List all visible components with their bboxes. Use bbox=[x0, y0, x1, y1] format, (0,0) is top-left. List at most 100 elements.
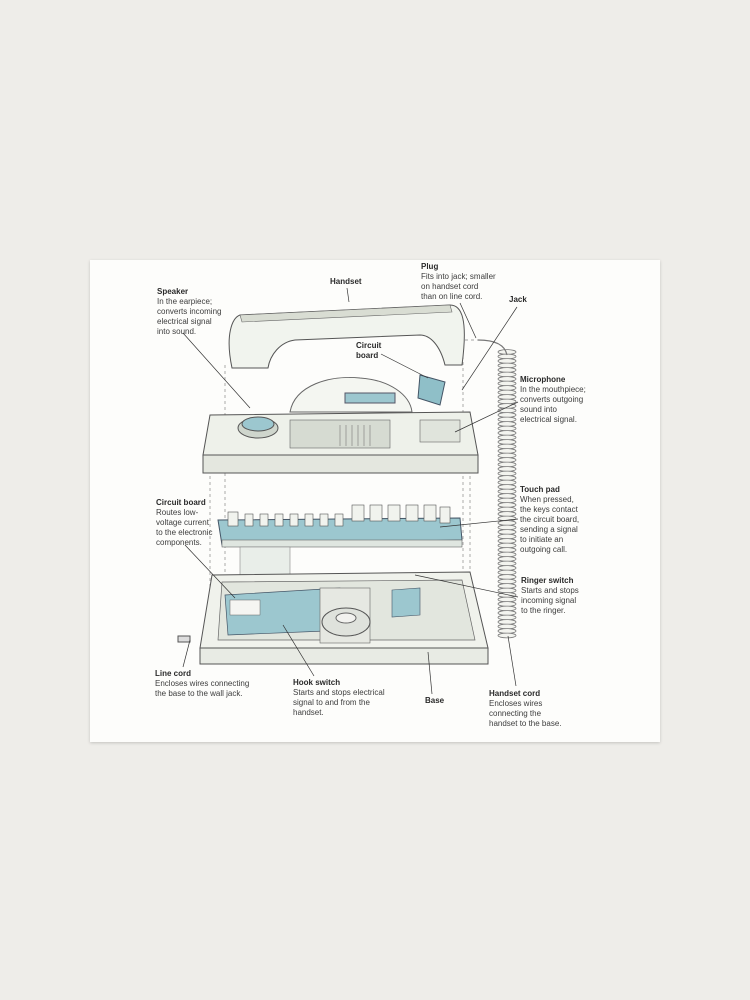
label-text: Starts and stops electrical bbox=[293, 688, 385, 697]
cord-coil-loop bbox=[497, 371, 517, 378]
label-circuit-board: Circuit board Routes low- voltage curren… bbox=[156, 498, 212, 548]
cord-coil-loop bbox=[497, 538, 517, 544]
label-text: components. bbox=[156, 538, 202, 547]
cord-coil-loop bbox=[497, 484, 517, 490]
cord-coil-loop bbox=[497, 475, 517, 481]
cord-coil-loop bbox=[497, 542, 517, 549]
cord-coil-loop bbox=[497, 578, 517, 585]
label-title: Speaker bbox=[157, 287, 189, 296]
cord-coil-loop bbox=[497, 430, 517, 436]
label-text: converts incoming bbox=[157, 307, 222, 316]
cord-coil-loop bbox=[497, 380, 517, 387]
label-title: Handset bbox=[330, 277, 362, 286]
label-text: Routes low- bbox=[156, 508, 199, 517]
cord-coil-loop bbox=[497, 628, 517, 634]
cord-coil-loop bbox=[497, 520, 517, 526]
cord-coil-loop bbox=[497, 362, 517, 369]
label-title: Plug bbox=[421, 262, 439, 271]
cord-coil-loop bbox=[497, 583, 517, 589]
label-jack: Jack bbox=[509, 295, 527, 305]
label-title: Line cord bbox=[155, 669, 192, 678]
cord-coil-loop bbox=[497, 632, 517, 639]
cord-coil-loop bbox=[497, 367, 517, 373]
label-touch-pad: Touch pad When pressed, the keys contact… bbox=[520, 485, 579, 555]
label-hook-switch: Hook switch Starts and stops electrical … bbox=[293, 678, 385, 718]
label-text: Fits into jack; smaller bbox=[421, 272, 496, 281]
cord-coil-loop bbox=[497, 533, 517, 540]
label-text: Encloses wires bbox=[489, 699, 543, 708]
cord-coil-loop bbox=[497, 376, 517, 382]
cord-coil-loop bbox=[497, 479, 517, 486]
top-housing bbox=[202, 374, 479, 474]
handset bbox=[228, 304, 465, 369]
label-speaker: Speaker In the earpiece; converts incomi… bbox=[157, 287, 221, 337]
label-text: sending a signal bbox=[520, 525, 578, 534]
label-title: Jack bbox=[509, 295, 527, 304]
cord-coil-loop bbox=[497, 448, 517, 454]
label-text: to initiate an bbox=[520, 535, 564, 544]
cord-coil-loop bbox=[497, 511, 517, 517]
label-ringer-switch: Ringer switch Starts and stops incoming … bbox=[521, 576, 579, 616]
label-text: When pressed, bbox=[520, 495, 574, 504]
cord-coil-loop bbox=[497, 412, 517, 418]
cord-coil-loop bbox=[497, 470, 517, 477]
cord-coil-loop bbox=[497, 358, 517, 364]
cord-coil-loop bbox=[497, 596, 517, 603]
label-text: connecting the bbox=[489, 709, 542, 718]
label-text: handset. bbox=[293, 708, 324, 717]
label-text: voltage current bbox=[156, 518, 209, 527]
label-text: outgoing call. bbox=[520, 545, 568, 554]
label-line-cord: Line cord Encloses wires connecting the … bbox=[155, 669, 249, 699]
cord-coil-loop bbox=[497, 398, 517, 405]
leader-lines bbox=[182, 287, 519, 695]
cord-coil-loop bbox=[497, 416, 517, 423]
label-title: Touch pad bbox=[520, 485, 560, 494]
cord-coil-loop bbox=[497, 574, 517, 580]
label-text: on handset cord bbox=[421, 282, 479, 291]
label-plug: Plug Fits into jack; smaller on handset … bbox=[421, 262, 496, 302]
label-title: Hook switch bbox=[293, 678, 341, 687]
label-text: the circuit board, bbox=[520, 515, 580, 524]
cord-coil-loop bbox=[497, 452, 517, 459]
cord-coil-loop bbox=[497, 587, 517, 594]
label-text: incoming signal bbox=[521, 596, 577, 605]
label-text: Encloses wires connecting bbox=[155, 679, 250, 688]
cord-coil-loop bbox=[497, 529, 517, 535]
cord-coil-loop bbox=[497, 434, 517, 441]
label-text: to the electronic bbox=[156, 528, 213, 537]
cord-coil-loop bbox=[497, 425, 517, 432]
cord-coil-loop bbox=[497, 488, 517, 495]
label-circuit-board-top: Circuit board bbox=[356, 341, 381, 361]
base-tray bbox=[199, 571, 489, 665]
cord-coil-loop bbox=[497, 619, 517, 625]
label-text: the keys contact bbox=[520, 505, 578, 514]
cord-coil-loop bbox=[497, 614, 517, 621]
cord-coil-loop bbox=[497, 551, 517, 558]
label-base: Base bbox=[425, 696, 444, 706]
cord-coil-loop bbox=[497, 569, 517, 576]
cord-coil-loop bbox=[497, 389, 517, 396]
label-title: Microphone bbox=[520, 375, 566, 384]
cord-coil-loop bbox=[497, 506, 517, 513]
label-title: Base bbox=[425, 696, 445, 705]
cord-coil-loop bbox=[497, 610, 517, 616]
label-text: sound into bbox=[520, 405, 557, 414]
label-text: Starts and stops bbox=[521, 586, 579, 595]
cord-coil-loop bbox=[497, 605, 517, 612]
cord-coil-loop bbox=[497, 394, 517, 400]
cord-coil-loop bbox=[497, 502, 517, 508]
label-title: Circuit board bbox=[156, 498, 206, 507]
label-text: electrical signal bbox=[157, 317, 212, 326]
cord-coil-loop bbox=[497, 560, 517, 567]
cord-coil-loop bbox=[497, 461, 517, 468]
cord-coil-loop bbox=[497, 524, 517, 531]
cord-coil-loop bbox=[497, 466, 517, 472]
line-cord-plug bbox=[177, 635, 191, 643]
label-microphone: Microphone In the mouthpiece; converts o… bbox=[520, 375, 586, 425]
label-text: into sound. bbox=[157, 327, 197, 336]
cord-coil-loop bbox=[497, 443, 517, 450]
cord-coil-loop bbox=[497, 601, 517, 607]
cord-coil-loop bbox=[497, 497, 517, 504]
label-text: signal to and from the bbox=[293, 698, 370, 707]
